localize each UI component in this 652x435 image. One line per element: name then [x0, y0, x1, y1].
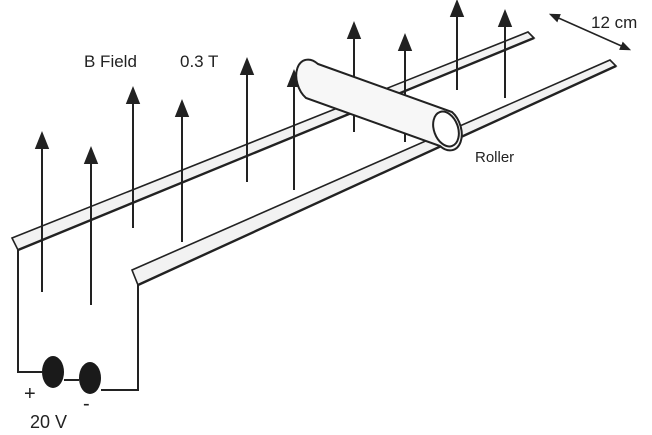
width-label: 12 cm	[591, 13, 637, 32]
negative-terminal	[79, 362, 101, 394]
roller-label: Roller	[475, 149, 514, 166]
roller	[295, 58, 463, 152]
voltage-label: 20 V	[30, 412, 67, 432]
circuit-wire	[17, 250, 139, 391]
positive-terminal	[42, 356, 64, 388]
negative-sign: -	[83, 393, 90, 415]
width-dimension-arrow	[548, 13, 632, 51]
field-value: 0.3 T	[180, 52, 218, 71]
positive-sign: +	[24, 383, 36, 405]
field-label: B Field	[84, 52, 137, 71]
